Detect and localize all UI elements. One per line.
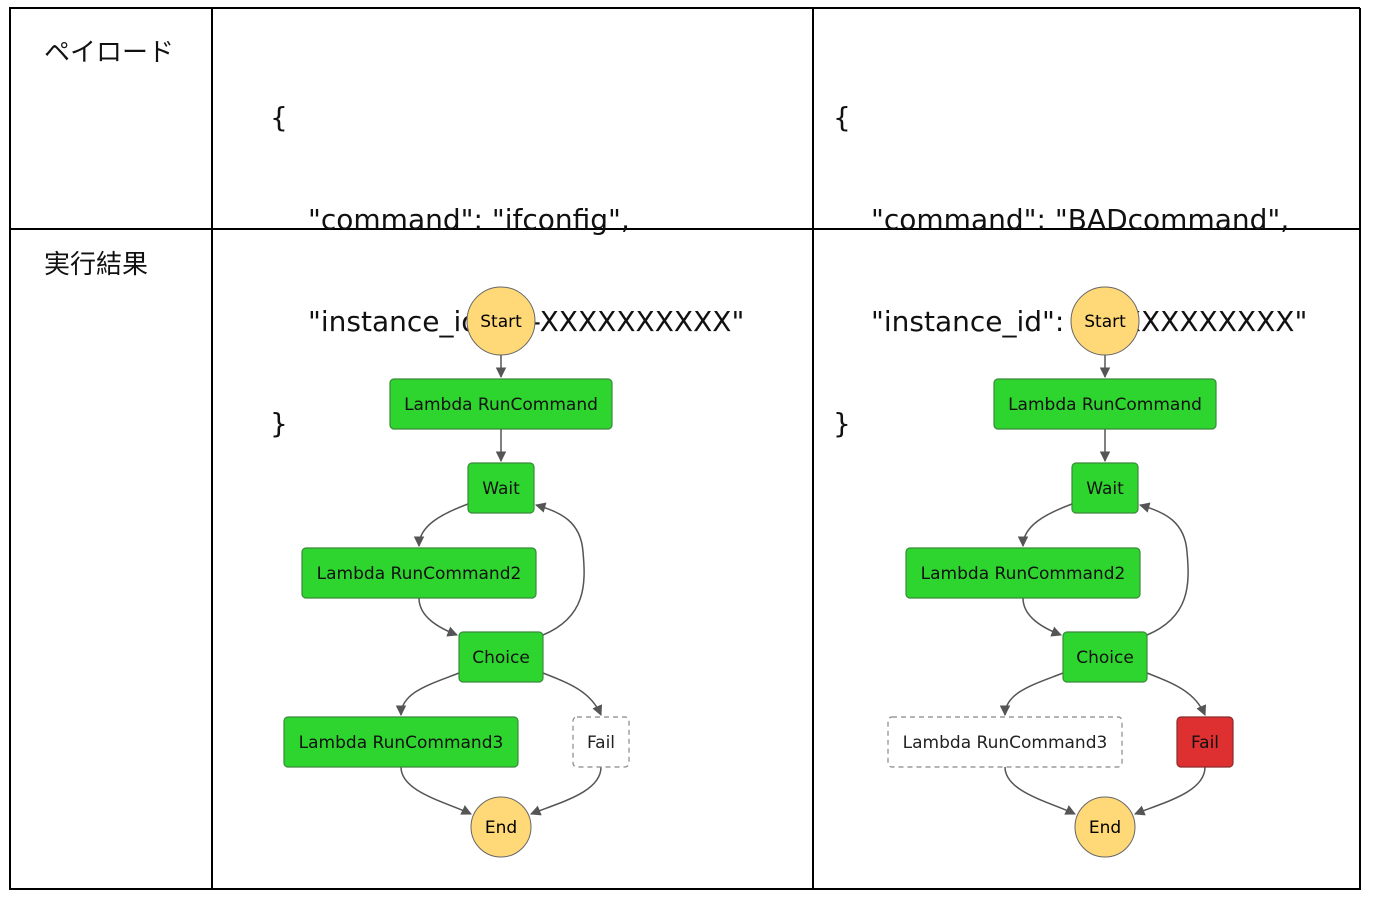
json-close-brace: }: [833, 407, 851, 440]
lambda-runcommand-node: Lambda RunCommand: [993, 378, 1217, 430]
wait-node: Wait: [467, 462, 535, 514]
choice-node: Choice: [1062, 631, 1148, 683]
fail-node-label: Fail: [1191, 733, 1219, 753]
json-close-brace: }: [270, 407, 288, 440]
edge-run3-to-end: [1004, 766, 1076, 815]
end-node-label: End: [1089, 818, 1121, 838]
edge-wait-to-run2: [1017, 503, 1073, 548]
choice-node-label: Choice: [1076, 648, 1134, 668]
lambda-runcommand3-node: Lambda RunCommand3: [283, 716, 519, 768]
start-node-label: Start: [480, 312, 522, 332]
edge-fail-to-end: [1134, 766, 1206, 816]
json-open-brace: {: [833, 101, 851, 134]
payload-row-label: ペイロード: [44, 38, 175, 68]
lambda-runcommand2-node-label: Lambda RunCommand2: [921, 564, 1126, 584]
start-node: Start: [466, 286, 536, 356]
choice-node: Choice: [458, 631, 544, 683]
lambda-runcommand2-node: Lambda RunCommand2: [301, 547, 537, 599]
lambda-runcommand3-node: Lambda RunCommand3: [887, 716, 1123, 768]
choice-node-label: Choice: [472, 648, 530, 668]
edge-choice-to-wait: [534, 502, 585, 636]
fail-node-label: Fail: [587, 733, 615, 753]
edge-run2-to-choice: [1022, 597, 1062, 637]
end-node: End: [1074, 796, 1136, 858]
result-row-label: 実行結果: [44, 250, 149, 280]
edge-choice-to-fail: [542, 672, 603, 716]
edge-choice-to-run3: [999, 672, 1064, 717]
wait-node: Wait: [1071, 462, 1139, 514]
edge-wait-to-run2: [413, 503, 469, 548]
lambda-runcommand3-node-label: Lambda RunCommand3: [299, 733, 504, 753]
start-node: Start: [1070, 286, 1140, 356]
edge-choice-to-fail: [1146, 672, 1207, 716]
edge-choice-to-wait: [1138, 502, 1189, 636]
edge-run2-to-choice: [418, 597, 458, 637]
end-node-label: End: [485, 818, 517, 838]
lambda-runcommand-node-label: Lambda RunCommand: [1008, 395, 1202, 415]
lambda-runcommand3-node-label: Lambda RunCommand3: [903, 733, 1108, 753]
lambda-runcommand-node-label: Lambda RunCommand: [404, 395, 598, 415]
fail-node: Fail: [1176, 716, 1234, 768]
lambda-runcommand-node: Lambda RunCommand: [389, 378, 613, 430]
lambda-runcommand2-node: Lambda RunCommand2: [905, 547, 1141, 599]
start-node-label: Start: [1084, 312, 1126, 332]
wait-node-label: Wait: [482, 479, 520, 499]
edge-run3-to-end: [400, 766, 472, 815]
json-open-brace: {: [270, 101, 288, 134]
json-command-line: "command": "BADcommand",: [871, 203, 1290, 236]
end-node: End: [470, 796, 532, 858]
lambda-runcommand2-node-label: Lambda RunCommand2: [317, 564, 522, 584]
edge-fail-to-end: [530, 766, 602, 816]
edge-choice-to-run3: [395, 672, 460, 717]
wait-node-label: Wait: [1086, 479, 1124, 499]
fail-node: Fail: [572, 716, 630, 768]
json-command-line: "command": "ifconfig",: [308, 203, 630, 236]
